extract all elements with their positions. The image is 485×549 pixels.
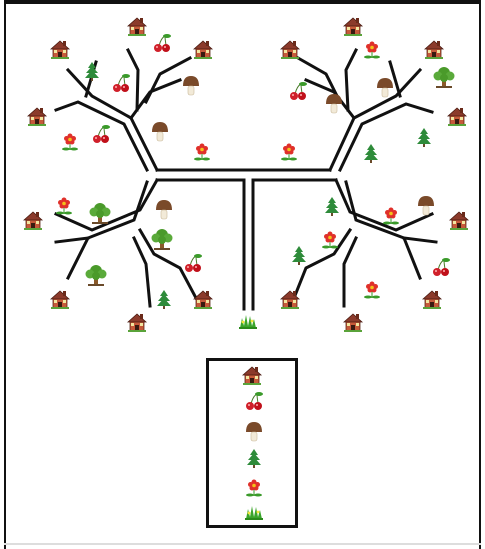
house-icon <box>24 212 42 230</box>
road-segment <box>340 104 432 170</box>
mushroom-icon <box>418 196 434 215</box>
road-segment <box>146 58 190 102</box>
house-icon <box>28 108 46 126</box>
house-icon <box>281 41 299 59</box>
road-segment <box>253 180 336 309</box>
house-icon <box>344 18 362 36</box>
flower-icon <box>281 144 297 161</box>
fir-tree-icon <box>85 62 99 81</box>
tree-icon <box>434 67 455 88</box>
house-icon <box>128 314 146 332</box>
fir-tree-icon <box>157 290 171 309</box>
mushroom-icon <box>183 76 199 95</box>
road-segment <box>346 50 356 110</box>
fir-tree-icon <box>325 197 339 216</box>
road-segment <box>56 238 88 242</box>
cherry-icon <box>93 125 110 143</box>
house-icon <box>51 41 69 59</box>
tree-icon <box>152 229 173 250</box>
mushroom-icon <box>377 78 393 97</box>
mushroom-icon <box>156 200 172 219</box>
tree-icon <box>86 265 107 286</box>
flower-icon <box>364 282 380 299</box>
house-icon <box>51 291 69 309</box>
grass-icon <box>239 315 257 329</box>
cherry-icon <box>290 82 307 100</box>
flower-icon <box>194 144 210 161</box>
maze-roads <box>56 50 436 309</box>
road-segment <box>404 238 436 242</box>
flower-icon <box>383 208 399 225</box>
house-icon <box>448 108 466 126</box>
cherry-icon <box>154 34 171 52</box>
house-icon <box>194 41 212 59</box>
mushroom-icon <box>326 94 342 113</box>
tree-icon <box>90 203 111 224</box>
maze-icons <box>24 18 468 332</box>
mushroom-icon <box>152 122 168 141</box>
house-icon <box>344 314 362 332</box>
road-segment <box>157 180 244 309</box>
house-icon <box>128 18 146 36</box>
flower-icon <box>56 198 72 215</box>
road-segment <box>390 62 400 96</box>
road-segment <box>294 230 350 298</box>
legend-box <box>206 358 298 528</box>
fir-tree-icon <box>417 128 431 147</box>
fir-tree-icon <box>292 246 306 265</box>
road-segment <box>68 182 147 278</box>
house-icon <box>194 291 212 309</box>
cherry-icon <box>113 74 130 92</box>
road-segment <box>344 238 356 306</box>
fir-tree-icon <box>364 144 378 163</box>
house-icon <box>425 41 443 59</box>
flower-icon <box>364 42 380 59</box>
house-icon <box>423 291 441 309</box>
road-segment <box>128 50 138 110</box>
house-icon <box>450 212 468 230</box>
flower-icon <box>62 134 78 151</box>
cherry-icon <box>185 254 202 272</box>
cherry-icon <box>433 258 450 276</box>
road-segment <box>134 238 150 306</box>
road-segment <box>346 182 420 278</box>
flower-icon <box>322 232 338 249</box>
